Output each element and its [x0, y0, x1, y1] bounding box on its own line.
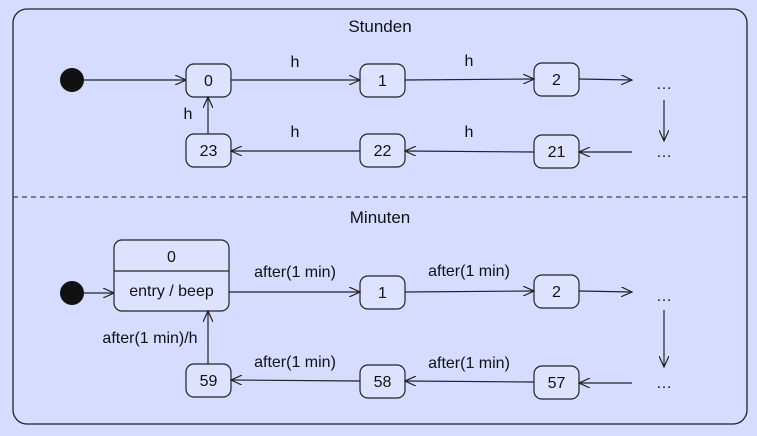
- initial-pseudostate-hours: [60, 68, 84, 92]
- region-title-minutes: Minuten: [350, 208, 410, 227]
- transition-hour-22-23-label: h: [291, 124, 300, 141]
- transition-hour-1-2-label: h: [465, 53, 474, 70]
- state-hour-22-label: 22: [374, 143, 392, 160]
- ellipsis-minutes-bottom: …: [656, 375, 672, 392]
- transition-hour-2-more: [578, 79, 632, 80]
- transition-minute-1-2: [404, 291, 534, 292]
- state-hour-0: 0: [185, 63, 232, 98]
- region-title-hours: Stunden: [348, 17, 411, 36]
- ellipsis-minutes-top: …: [656, 288, 672, 305]
- transition-minute-57-58: [405, 381, 535, 382]
- state-hour-23-label: 23: [200, 143, 218, 160]
- transition-minute-58-59: [231, 380, 361, 381]
- transition-minute-1-2-label: after(1 min): [428, 263, 510, 280]
- transition-hour-0-1-label: h: [291, 54, 300, 71]
- ellipsis-hours-top: …: [656, 76, 672, 93]
- state-hour-21-label: 21: [548, 144, 566, 161]
- state-minute-57: 57: [533, 365, 580, 400]
- hours-region: 0 1 2 23 22 21 h h … …: [60, 53, 672, 169]
- state-minute-58: 58: [359, 364, 406, 399]
- state-minute-0: 0 entry / beep: [113, 239, 230, 312]
- state-hour-23: 23: [185, 133, 232, 168]
- state-minute-59-label: 59: [200, 373, 218, 390]
- outer-container: [12, 8, 748, 425]
- state-hour-22: 22: [359, 133, 406, 168]
- state-hour-2: 2: [533, 62, 580, 97]
- state-minute-2: 2: [533, 274, 580, 309]
- transition-hour-1-2: [404, 79, 534, 80]
- ellipsis-hours-bottom: …: [656, 144, 672, 161]
- transition-minute-57-58-label: after(1 min): [428, 355, 510, 372]
- state-hour-1: 1: [359, 63, 406, 98]
- minutes-region: 0 entry / beep 1 2 59 58 57 after(1 min)…: [60, 239, 672, 400]
- state-minute-1: 1: [359, 275, 406, 310]
- transition-minute-0-1-label: after(1 min): [254, 264, 336, 281]
- state-minute-2-label: 2: [552, 284, 561, 301]
- state-minute-58-label: 58: [374, 374, 392, 391]
- state-minute-0-name: 0: [167, 249, 176, 266]
- transition-minute-2-more: [578, 291, 632, 292]
- state-minute-59: 59: [185, 363, 232, 398]
- state-minute-0-action: entry / beep: [129, 283, 214, 300]
- state-hour-1-label: 1: [378, 73, 387, 90]
- state-hour-2-label: 2: [552, 72, 561, 89]
- initial-pseudostate-minutes: [60, 281, 84, 305]
- state-hour-0-label: 0: [204, 73, 213, 90]
- state-minute-57-label: 57: [548, 375, 566, 392]
- transition-minute-58-59-label: after(1 min): [254, 354, 336, 371]
- transition-hour-23-0-label: h: [184, 106, 193, 123]
- transition-minute-59-0-label: after(1 min)/h: [102, 330, 197, 347]
- transition-hour-21-22-label: h: [465, 124, 474, 141]
- state-hour-21: 21: [533, 134, 580, 169]
- transition-hour-21-22: [405, 151, 535, 152]
- state-minute-1-label: 1: [378, 285, 387, 302]
